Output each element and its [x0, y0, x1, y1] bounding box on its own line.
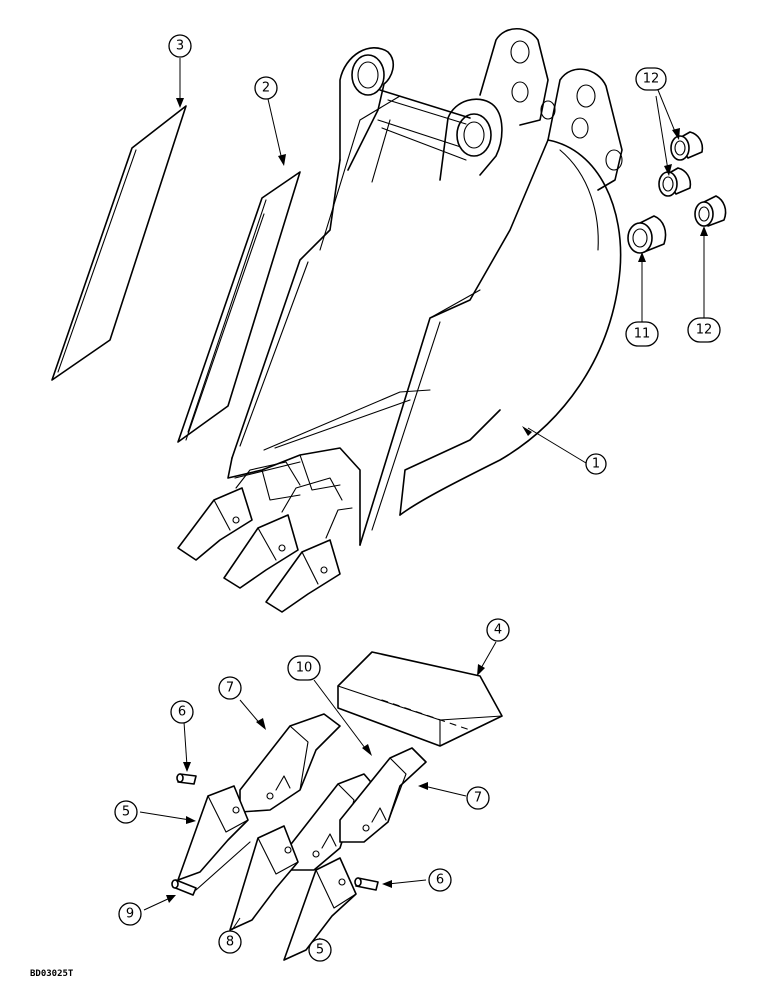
- part-tooth-8: [229, 825, 299, 931]
- part-cutting-edge-4: [337, 651, 503, 747]
- callout-4-label: 4: [494, 623, 502, 638]
- part-bushing-12-right: [694, 195, 727, 227]
- callout-6-top: 6: [170, 700, 194, 724]
- part-side-cutter-2: [177, 171, 301, 443]
- callout-2: 2: [254, 76, 278, 100]
- callout-11: 11: [625, 321, 659, 347]
- callout-3-label: 3: [176, 39, 184, 54]
- mounted-tooth-middle: [223, 514, 299, 589]
- callout-12-top-label: 12: [643, 72, 660, 87]
- part-pin-9: [171, 841, 251, 896]
- part-bucket-1: [227, 27, 623, 546]
- callout-4: 4: [486, 618, 510, 642]
- mounted-tooth-left: [177, 487, 253, 561]
- part-bushing-12-mid: [658, 167, 692, 197]
- callout-6-top-label: 6: [178, 705, 186, 720]
- callout-10-label: 10: [296, 661, 313, 676]
- callout-7-top: 7: [218, 676, 242, 700]
- callout-8-label: 8: [226, 935, 234, 950]
- callout-7-right-label: 7: [474, 791, 482, 806]
- part-bushing-11: [627, 215, 667, 254]
- part-tooth-5-left: [177, 785, 249, 881]
- part-tooth-5-right: [283, 857, 357, 961]
- figure-code: BD03025T: [30, 969, 74, 979]
- callout-11-label: 11: [634, 327, 651, 342]
- callout-5-right-label: 5: [316, 943, 324, 958]
- callout-2-label: 2: [262, 81, 270, 96]
- callout-12-top: 12: [635, 67, 667, 91]
- callout-5-right: 5: [308, 938, 332, 962]
- part-adapter-7-right: [339, 747, 427, 843]
- callout-5-left: 5: [114, 800, 138, 824]
- callout-10: 10: [287, 655, 321, 681]
- part-adapter-7-left: [239, 713, 341, 813]
- callout-9-label: 9: [126, 907, 134, 922]
- callout-7-right: 7: [466, 786, 490, 810]
- callout-1: 1: [585, 453, 607, 475]
- callout-7-top-label: 7: [226, 681, 234, 696]
- part-side-cutter-3: [51, 105, 187, 381]
- callout-8: 8: [218, 930, 242, 954]
- callout-9: 9: [118, 902, 142, 926]
- part-pin-6-upper: [176, 773, 197, 785]
- leader-lines: [139, 58, 708, 955]
- callout-5-left-label: 5: [122, 805, 130, 820]
- callout-1-label: 1: [592, 457, 600, 472]
- callout-12-right: 12: [687, 317, 721, 343]
- mounted-tooth-right: [265, 539, 341, 613]
- callout-3: 3: [168, 34, 192, 58]
- part-pin-6-lower: [354, 877, 379, 891]
- callout-6-right: 6: [428, 868, 452, 892]
- part-bushing-12-top: [670, 131, 704, 161]
- bucket-teeth-assembled: [177, 461, 353, 613]
- callout-12-right-label: 12: [696, 323, 713, 338]
- callout-6-right-label: 6: [436, 873, 444, 888]
